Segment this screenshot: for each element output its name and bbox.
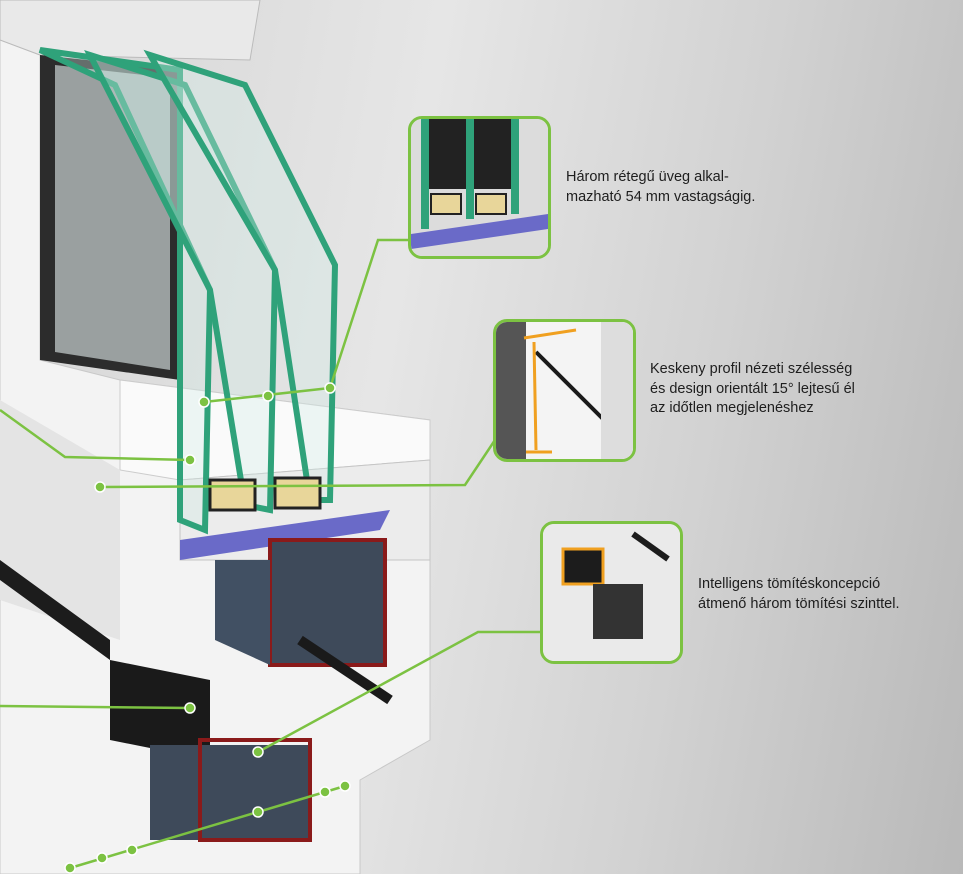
callout-text-sealing-concept: Intelligens tömítéskoncepció átmenő háro…	[698, 576, 900, 612]
inset-narrow-profile	[493, 319, 636, 462]
spacer	[273, 476, 322, 510]
profile-detail-image	[496, 322, 633, 459]
inset-triple-glazing	[408, 116, 551, 259]
triple-glazing	[38, 47, 339, 535]
inset-sealing-concept	[540, 521, 683, 664]
spacer	[208, 478, 257, 512]
callout-dots	[64, 382, 351, 874]
callout-text-narrow-profile: Keskeny profil nézeti szélesség és desig…	[650, 361, 855, 416]
glazing-detail-image	[411, 119, 548, 256]
callout-text-triple-glazing: Három rétegű üveg alkal- mazható 54 mm v…	[566, 169, 756, 205]
sealing-detail-image	[543, 524, 680, 661]
